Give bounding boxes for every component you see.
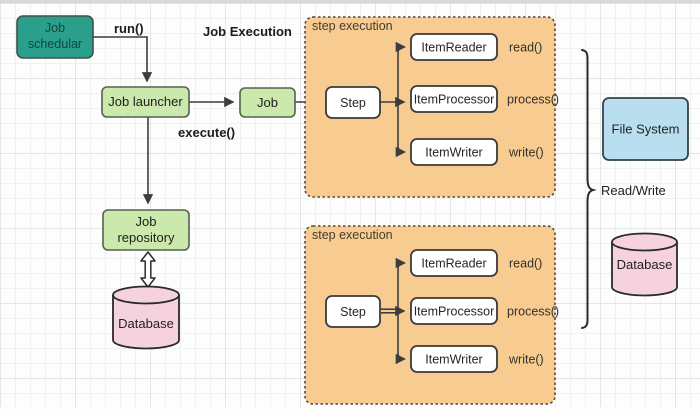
edge-step1-to-reader	[395, 41, 407, 102]
database-left-label: Database	[118, 316, 174, 331]
node-job-launcher: Job launcher	[101, 86, 190, 118]
node-database-left: Database	[112, 285, 180, 350]
job-execution-title: Job Execution	[203, 24, 292, 39]
job-launcher-box	[101, 86, 190, 118]
database-right-cylinder-body	[611, 242, 678, 297]
run-label: run()	[114, 21, 144, 36]
read-write-brace	[581, 49, 597, 329]
node-item-reader-1: ItemReader	[410, 33, 498, 61]
item-writer1-box	[410, 138, 498, 166]
database-left-cylinder-body	[112, 295, 180, 350]
write1-label: write()	[508, 146, 544, 160]
item-processor2-label: ItemProcessor	[414, 305, 495, 319]
item-reader2-label: ItemReader	[421, 257, 486, 271]
execute-label: execute()	[178, 125, 235, 140]
read1-label: read()	[509, 41, 542, 55]
job-scheduler-box	[16, 15, 94, 59]
edge-step1-to-writer	[395, 102, 407, 158]
item-reader1-label: ItemReader	[421, 41, 486, 55]
write2-label: write()	[508, 353, 544, 367]
panel1-title: step execution	[312, 19, 393, 33]
edge-repository-database-bidirectional-arrow	[140, 251, 156, 288]
item-writer2-label: ItemWriter	[425, 353, 482, 367]
step1-label: Step	[340, 96, 366, 110]
edge-step2-to-reader	[395, 257, 407, 311]
node-item-processor-1: ItemProcessor	[410, 85, 498, 113]
edge-step2-to-writer	[395, 311, 407, 365]
job-repository-box	[102, 209, 190, 251]
job-repository-label-line2: repository	[117, 230, 175, 245]
step1-box	[325, 86, 381, 119]
read2-label: read()	[509, 257, 542, 271]
node-step-1: Step	[325, 86, 381, 119]
item-reader1-box	[410, 33, 498, 61]
item-processor1-box	[410, 85, 498, 113]
batch-architecture-diagram: Job schedular Job launcher Job Job repos…	[16, 15, 689, 405]
job-scheduler-label-line2: schedular	[28, 37, 82, 51]
job-scheduler-label-line1: Job	[45, 21, 65, 35]
node-item-writer-1: ItemWriter	[410, 138, 498, 166]
item-writer1-label: ItemWriter	[425, 146, 482, 160]
file-system-label: File System	[612, 122, 680, 137]
node-step-2: Step	[325, 295, 381, 328]
node-job-repository: Job repository	[102, 209, 190, 251]
job-label: Job	[257, 95, 278, 110]
database-right-cylinder-top	[611, 232, 678, 252]
panel2-title: step execution	[312, 228, 393, 242]
process2-label: process()	[507, 305, 559, 319]
process1-label: process()	[507, 93, 559, 107]
file-system-box	[602, 97, 689, 161]
step2-box	[325, 295, 381, 328]
node-item-processor-2: ItemProcessor	[410, 297, 498, 325]
node-database-right: Database	[611, 232, 678, 297]
step2-label: Step	[340, 305, 366, 319]
node-item-reader-2: ItemReader	[410, 249, 498, 277]
edge-scheduler-to-launcher	[93, 36, 153, 83]
node-job: Job	[239, 87, 296, 118]
job-box	[239, 87, 296, 118]
item-writer2-box	[410, 345, 498, 373]
job-repository-label-line1: Job	[136, 214, 157, 229]
database-right-label: Database	[617, 257, 673, 272]
read-write-label: Read/Write	[601, 183, 666, 198]
item-processor1-label: ItemProcessor	[414, 93, 495, 107]
item-processor2-box	[410, 297, 498, 325]
node-file-system: File System	[602, 97, 689, 161]
item-reader2-box	[410, 249, 498, 277]
database-left-cylinder-top	[112, 285, 180, 305]
node-item-writer-2: ItemWriter	[410, 345, 498, 373]
node-job-scheduler: Job schedular	[16, 15, 94, 59]
job-launcher-label: Job launcher	[108, 94, 183, 109]
